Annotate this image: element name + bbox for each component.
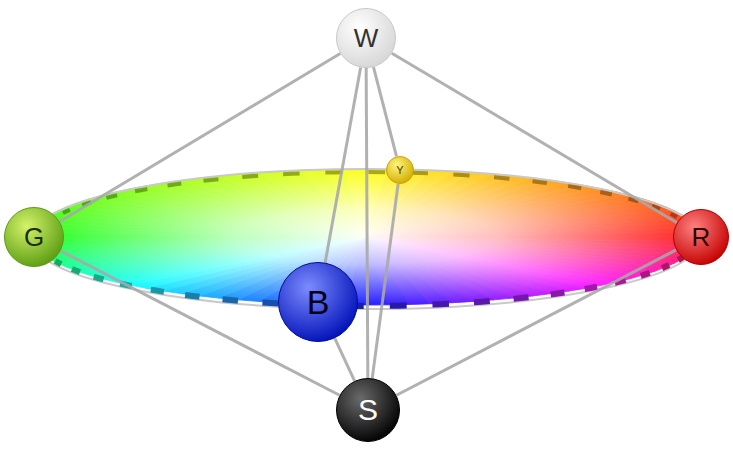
rim-dash <box>106 195 117 198</box>
rim-dash <box>514 297 529 299</box>
blue-sphere: B <box>278 262 358 342</box>
rim-dash <box>325 170 342 174</box>
connector-line <box>392 53 677 222</box>
rim-dash <box>168 184 182 186</box>
yellow-sphere: Y <box>386 156 414 184</box>
rim-dash <box>262 303 278 304</box>
rim-dash <box>453 174 469 175</box>
connector-line <box>325 68 360 263</box>
rim-dash <box>185 295 199 297</box>
rim-dash <box>568 186 581 188</box>
rim-dash <box>641 273 650 276</box>
connector-line <box>366 68 368 378</box>
connector-line <box>335 338 355 381</box>
node-letter: W <box>354 25 379 51</box>
node-letter: S <box>358 395 378 425</box>
black-sphere: S <box>336 378 400 442</box>
rim-dash <box>671 214 677 217</box>
connector-line <box>396 250 676 395</box>
rim-dash <box>494 177 509 178</box>
rim-dash <box>203 179 218 181</box>
rim-dash <box>151 290 164 292</box>
rim-dash <box>72 269 80 272</box>
connector-line <box>60 53 341 221</box>
rim-dash <box>242 176 258 177</box>
red-sphere: R <box>673 209 729 265</box>
rim-dash <box>283 171 299 176</box>
node-letter: G <box>24 224 44 250</box>
rim-dash <box>368 170 385 174</box>
node-letter: R <box>692 224 711 250</box>
rim-dash <box>551 292 565 294</box>
rim-dash <box>532 181 546 183</box>
rim-dash <box>94 277 104 280</box>
node-letter: Y <box>396 165 403 176</box>
node-letter: B <box>307 285 330 319</box>
rim-dash <box>135 189 147 191</box>
rim-dash <box>55 261 61 264</box>
connector-line <box>372 184 398 378</box>
rim-dash <box>432 301 448 308</box>
rim-dash <box>390 302 407 308</box>
green-sphere: G <box>4 207 64 267</box>
rim-dash <box>63 210 70 213</box>
white-sphere: W <box>336 8 396 68</box>
rim-dash <box>223 299 238 300</box>
rim-dash <box>585 287 597 289</box>
rim-dash <box>662 265 669 268</box>
rim-dash <box>474 301 490 302</box>
connector-line <box>373 67 396 156</box>
rim-dash <box>600 192 612 195</box>
